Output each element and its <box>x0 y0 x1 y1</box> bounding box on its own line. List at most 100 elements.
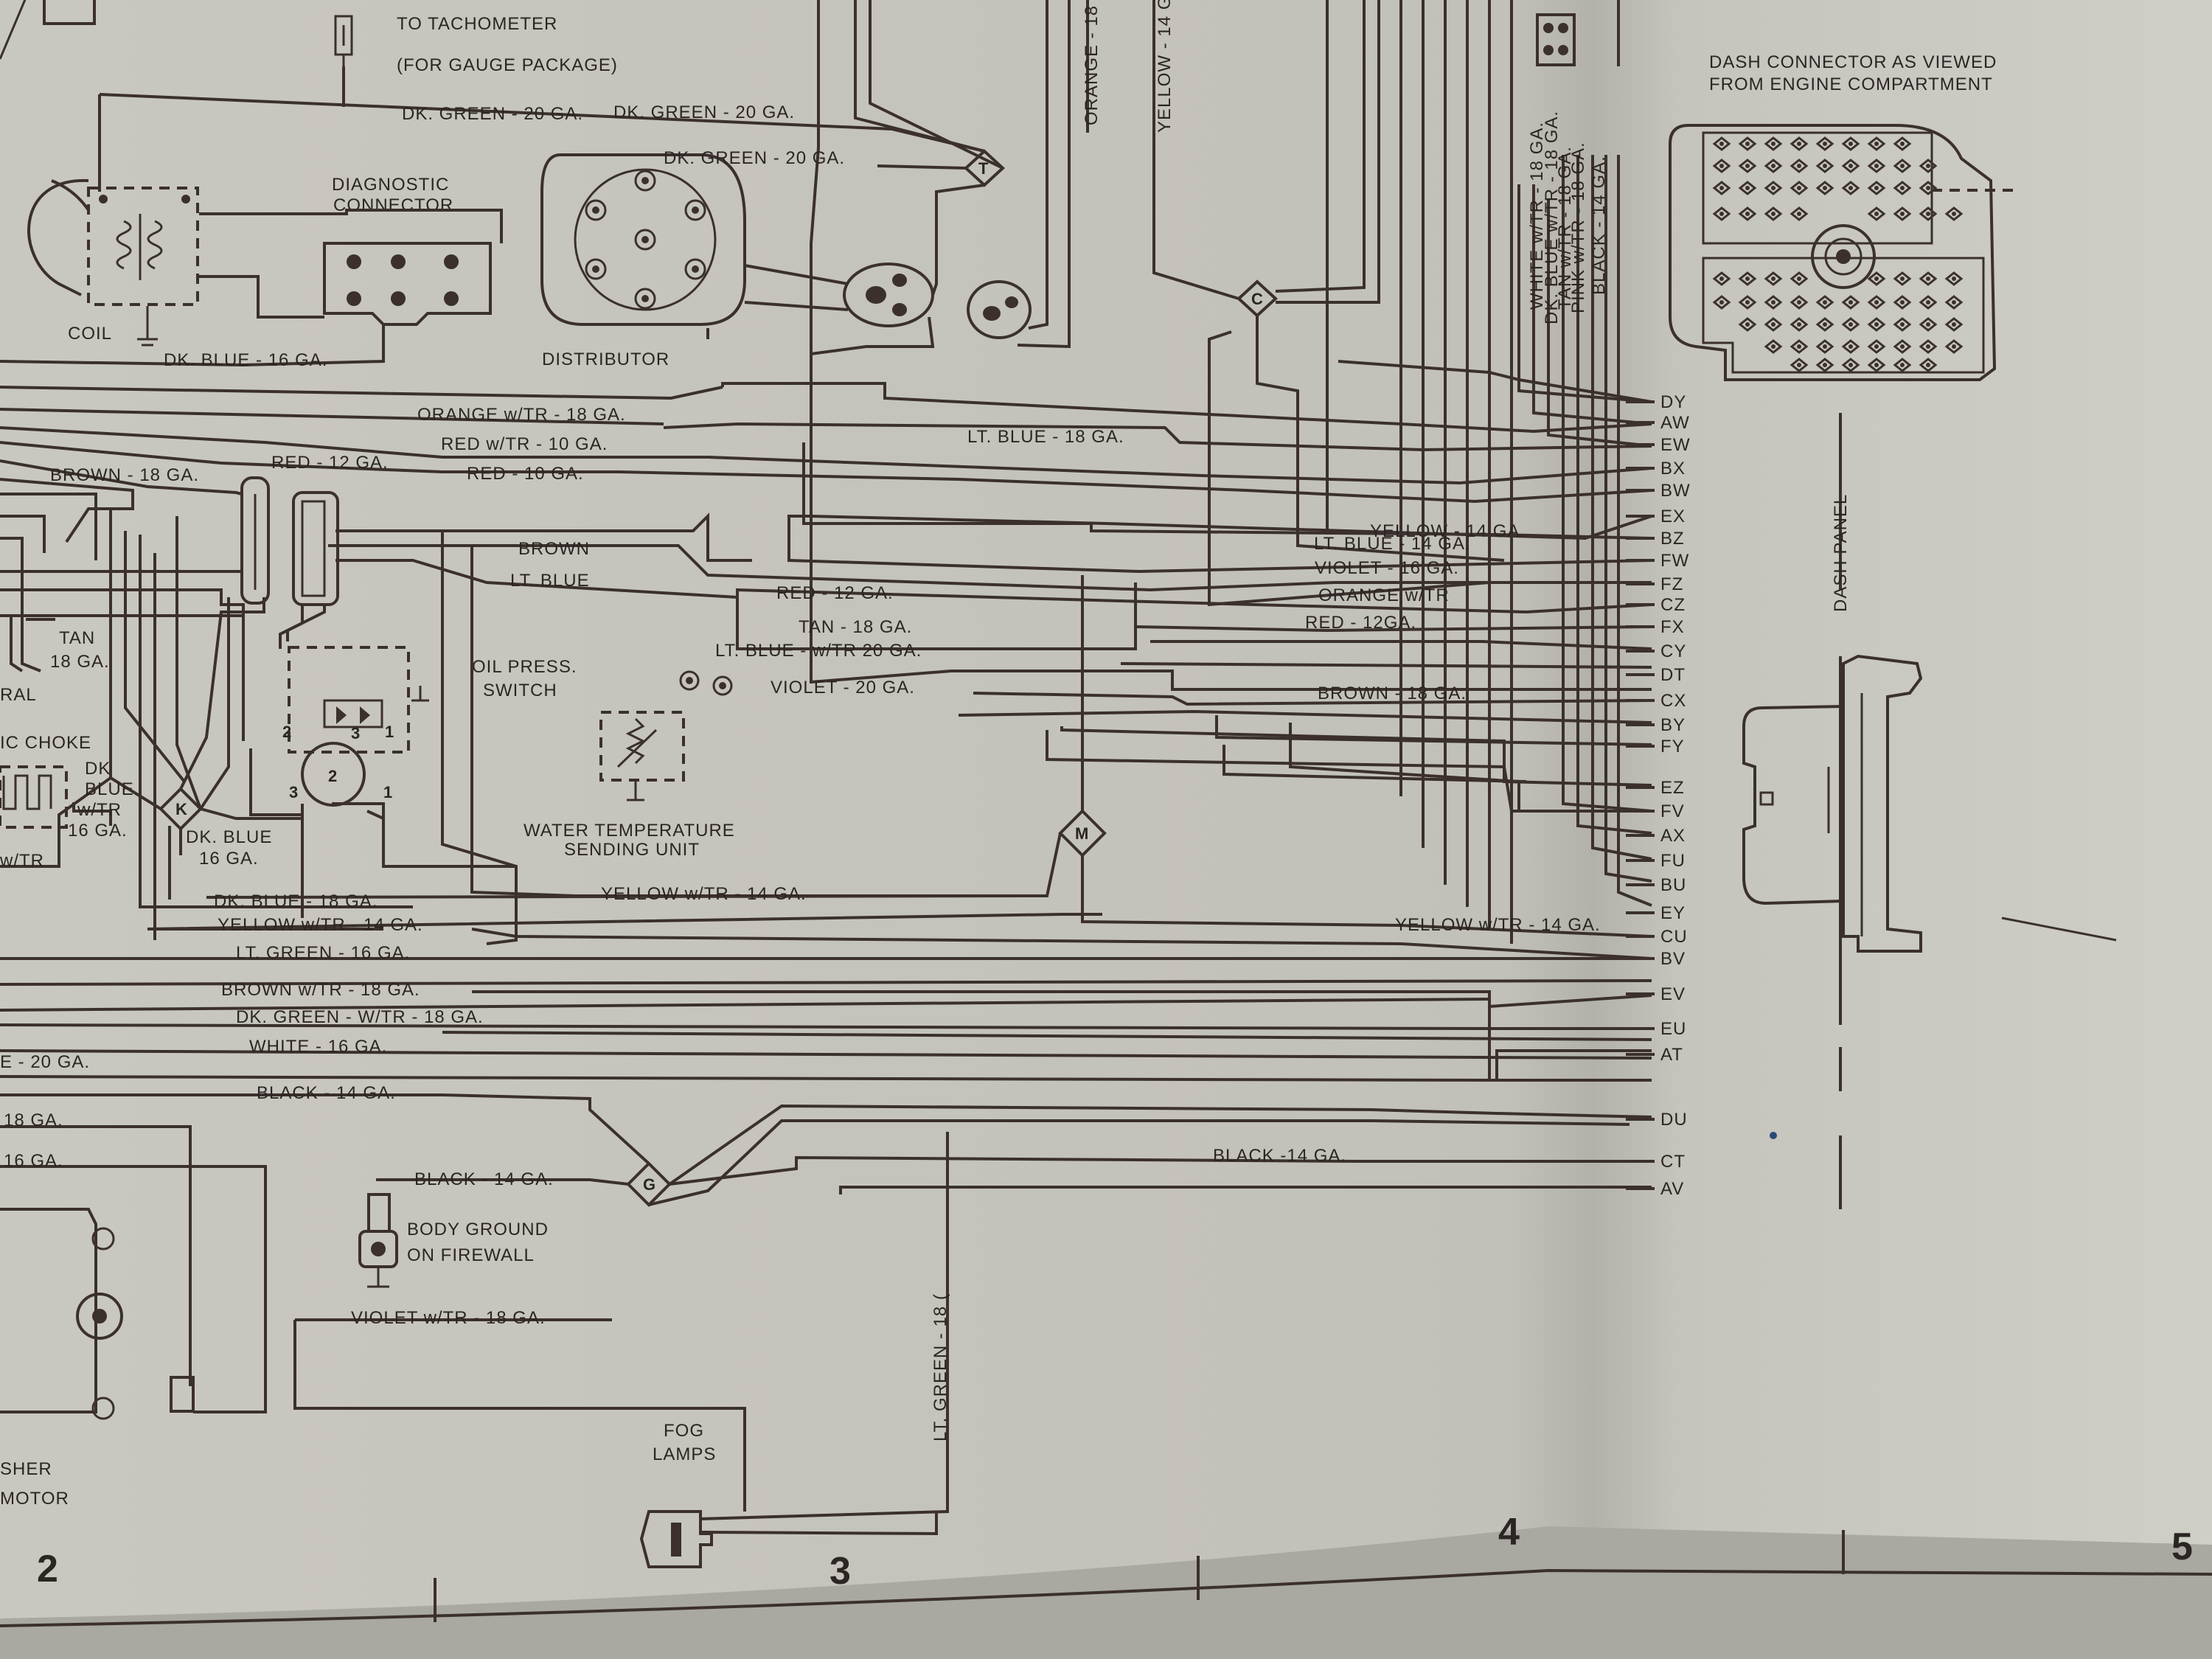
connector-cavity-pin <box>1848 164 1853 168</box>
connector-cavity-pin <box>1797 322 1801 327</box>
connector-cavity-pin <box>1926 344 1930 349</box>
dash-pin-cy: CY <box>1660 641 1686 661</box>
connector-cavity <box>1919 271 1938 286</box>
connector-cavity-pin <box>1926 276 1930 281</box>
dash-pin-aw: AW <box>1660 413 1690 433</box>
connector-cavity-pin <box>1952 322 1956 327</box>
top-left-fragment <box>43 0 96 25</box>
dash-pin-bw: BW <box>1660 481 1691 501</box>
dash-connector-title-1: DASH CONNECTOR AS VIEWED <box>1709 52 1997 72</box>
wire-label-e-20-partial: E - 20 GA. <box>0 1052 90 1072</box>
dash-pin-fy: FY <box>1660 737 1685 757</box>
wire-label-brown: BROWN <box>518 539 590 559</box>
connector-cavity <box>1738 136 1757 151</box>
connector-cavity <box>1919 295 1938 310</box>
connector-cavity <box>1790 295 1809 310</box>
connector-cavity-pin <box>1848 300 1853 305</box>
washer-motor: SHER MOTOR <box>0 1208 123 1509</box>
wire-label-white-16: WHITE - 16 GA. <box>249 1037 387 1057</box>
connector-cavity-pin <box>1874 142 1879 146</box>
wire-label-red-10: RED - 10 GA. <box>467 464 584 484</box>
wire-label-dk-green-20-c: DK. GREEN - 20 GA. <box>664 148 845 168</box>
wires <box>0 0 1652 1536</box>
dash-pin-ez: EZ <box>1660 778 1685 798</box>
dash-connector-cavities <box>1712 136 1964 372</box>
connector-cavity <box>1790 271 1809 286</box>
ruler-3: 3 <box>830 1550 851 1593</box>
connector-cavity <box>1893 181 1912 195</box>
top-connector <box>1536 13 1576 66</box>
wire-label-dk-blue-18: DK. BLUE - 18 GA. <box>214 891 378 911</box>
diagnostic-label-2: CONNECTOR <box>333 195 453 215</box>
connector-cavity <box>1738 295 1757 310</box>
connector-cavity <box>1919 358 1938 372</box>
connector-cavity-pin <box>1719 164 1724 168</box>
dash-pin-fz: FZ <box>1660 574 1683 594</box>
tachometer-label: TO TACHOMETER <box>397 14 557 34</box>
connector-cavity-pin <box>1952 212 1956 216</box>
oil-pin-3a: 3 <box>351 724 360 742</box>
connector-cavity-pin <box>1771 344 1775 349</box>
connector-cavity-pin <box>1874 322 1879 327</box>
connector-cavity <box>1893 206 1912 221</box>
connector-cavity <box>1919 339 1938 354</box>
connector-cavity <box>1893 159 1912 173</box>
connector-cavity <box>1919 159 1938 173</box>
wire-label-lt-blue: LT. BLUE <box>510 571 590 591</box>
svg-text:G: G <box>643 1175 655 1194</box>
wire-label-red-12-left: RED - 12 GA. <box>271 453 389 473</box>
tachometer-connector: TO TACHOMETER (FOR GAUGE PACKAGE) <box>334 14 617 75</box>
zone-ruler: 2 3 4 5 <box>0 1511 2212 1627</box>
connector-cavity <box>1841 339 1860 354</box>
connector-cavity-pin <box>1874 363 1879 367</box>
connector-cavity <box>1790 181 1809 195</box>
connector-cavity-pin <box>1900 300 1905 305</box>
wire-label-black-14-a: BLACK - 14 GA. <box>257 1083 396 1103</box>
connector-cavity <box>1712 295 1731 310</box>
connector-cavity <box>1790 136 1809 151</box>
bulkhead-connector-left <box>240 476 270 605</box>
connector-cavity <box>1764 339 1783 354</box>
oil-pin-1a: 1 <box>385 723 394 741</box>
connector-cavity-pin <box>1952 344 1956 349</box>
connector-cavity <box>1841 159 1860 173</box>
dash-pin-at: AT <box>1660 1045 1683 1065</box>
coil-label: COIL <box>68 324 112 344</box>
svg-text:C: C <box>1251 290 1263 308</box>
connector-cavity-pin <box>1900 322 1905 327</box>
dash-pin-bu: BU <box>1660 875 1686 895</box>
connector-cavity <box>1712 206 1731 221</box>
connector-cavity <box>1893 339 1912 354</box>
connector-cavity <box>1893 358 1912 372</box>
connector-cavity <box>1815 358 1834 372</box>
connector-cavity <box>1712 181 1731 195</box>
svg-text:T: T <box>978 159 989 178</box>
wire-label-orange-wtr: ORANGE w/TR <box>1318 585 1450 605</box>
connector-cavity-pin <box>1745 276 1750 281</box>
dash-pin-dt: DT <box>1660 665 1686 685</box>
wire-label-violet-wtr-18: VIOLET w/TR - 18 GA. <box>351 1308 546 1328</box>
connector-cavity <box>1764 181 1783 195</box>
wire-label-pink-wtr-18-vert: PINK w/TR - 18 GA. <box>1568 142 1588 313</box>
connector-cavity-pin <box>1771 164 1775 168</box>
water-temp-label-1: WATER TEMPERATURE <box>524 821 735 841</box>
connector-cavity <box>1867 271 1886 286</box>
connector-cavity <box>1944 339 1964 354</box>
wire-label-lt-green-16: LT. GREEN - 16 GA. <box>236 943 410 963</box>
wire-label-yellow-14-vert: YELLOW - 14 G <box>1155 0 1175 133</box>
connector-cavity-pin <box>1797 212 1801 216</box>
diagnostic-connector: DIAGNOSTIC CONNECTOR <box>323 175 492 326</box>
connector-cavity <box>1738 181 1757 195</box>
connector-cavity <box>1815 181 1834 195</box>
connector-cavity-pin <box>1900 276 1905 281</box>
washer-label-1: SHER <box>0 1459 52 1479</box>
wire-label-dk-blue-16-b-1: DK. BLUE <box>186 827 272 847</box>
wire-label-dk-blue-wtr-4: 16 GA. <box>68 821 128 841</box>
dash-pin-ct: CT <box>1660 1152 1686 1172</box>
wire-label-yellow-wtr-14-b: YELLOW w/TR - 14 GA. <box>218 915 423 935</box>
oil-pressure-switch: OIL PRESS. SWITCH 2 1 3 2 3 1 <box>282 646 577 807</box>
wire-label-dk-green-20-b: DK. GREEN - 20 GA. <box>613 102 795 122</box>
connector-cavity <box>1790 339 1809 354</box>
connector-cavity <box>1764 295 1783 310</box>
